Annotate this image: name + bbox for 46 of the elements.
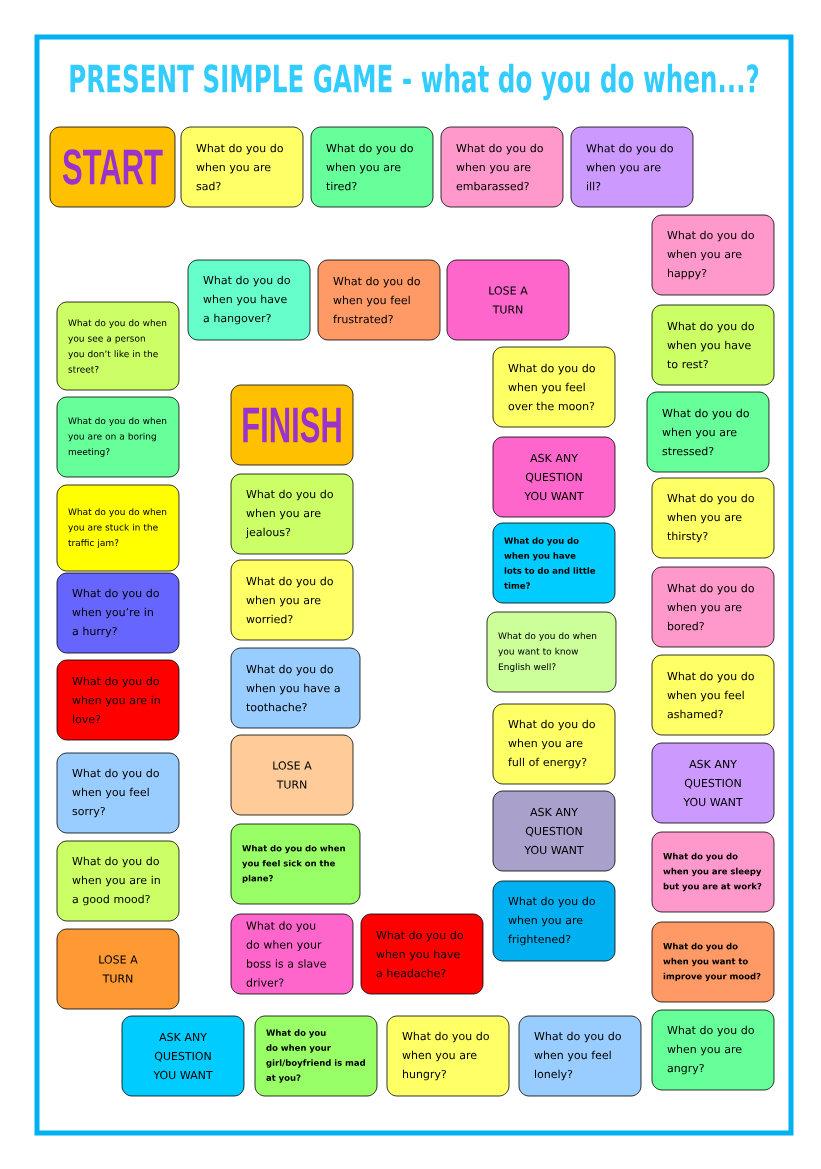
question-square: What do you do when you want to know English well? — [486, 611, 617, 693]
start-square: START — [49, 126, 176, 208]
question-square: What do you do when you are happy? — [651, 214, 775, 296]
game-square: ASK ANY QUESTION YOU WANT — [492, 436, 616, 518]
game-square: LOSE A TURN — [230, 734, 354, 816]
question-square: What do you do when you are sleepy but you are at work? — [651, 831, 775, 913]
question-square: What do you do when you feel sick on the plane? — [230, 823, 361, 905]
question-square: What do you do when you have to rest? — [651, 304, 775, 386]
game-square: LOSE A TURN — [446, 259, 570, 341]
question-square: What do you do when you have a hangover? — [187, 259, 311, 341]
question-square: What do you do when you are hungry? — [386, 1015, 510, 1097]
question-square: What do you do when your girl/boyfriend is mad at you? — [254, 1015, 378, 1097]
question-square: What do you do when you feel lonely? — [518, 1015, 642, 1097]
question-square: What do you do when you are angry? — [651, 1009, 775, 1091]
question-square: What do you do when you see a person you don’t like in the street? — [56, 301, 180, 391]
question-square: What do you do when you are in love? — [56, 659, 180, 741]
question-square: What do you do when you are full of energy? — [492, 703, 616, 785]
question-square: What do you do when you feel frustrated? — [317, 259, 441, 341]
game-square: ASK ANY QUESTION YOU WANT — [121, 1015, 245, 1097]
question-square: What do you do when you’re in a hurry? — [56, 572, 180, 654]
question-square: What do you do when you are thirsty? — [651, 477, 775, 559]
game-square: ASK ANY QUESTION YOU WANT — [651, 742, 775, 824]
question-square: What do you do when you are stressed? — [646, 391, 770, 473]
question-square: What do you do when you are in a good mood? — [56, 840, 180, 922]
game-square: LOSE A TURN — [56, 928, 180, 1010]
question-square: What do you do when your boss is a slave driver? — [230, 913, 354, 995]
question-square: What do you do when you are stuck in the traffic jam? — [56, 484, 180, 572]
question-square: What do you do when you have lots to do and little time? — [492, 522, 616, 604]
question-square: What do you do when you have a headache? — [360, 913, 484, 995]
question-square: What do you do when you are worried? — [230, 559, 354, 641]
question-square: What do you do when you feel sorry? — [56, 752, 180, 834]
question-square: What do you do when you feel over the moon? — [492, 346, 616, 428]
finish-square: FINISH — [230, 384, 354, 466]
question-square: What do you do when you feel ashamed? — [651, 654, 775, 736]
question-square: What do you do when you are on a boring meeting? — [56, 396, 180, 478]
question-square: What do you do when you are tired? — [310, 126, 434, 208]
question-square: What do you do when you are sad? — [180, 126, 304, 208]
question-square: What do you do when you are frightened? — [492, 880, 616, 962]
question-square: What do you do when you are embarassed? — [440, 126, 564, 208]
question-square: What do you do when you have a toothache? — [230, 647, 361, 729]
question-square: What do you do when you are bored? — [651, 566, 775, 648]
question-square: What do you do when you are jealous? — [230, 473, 354, 555]
game-square: ASK ANY QUESTION YOU WANT — [492, 790, 616, 872]
title: PRESENT SIMPLE GAME - what do you do when...? — [70, 63, 759, 101]
question-square: What do you do when you are ill? — [570, 126, 694, 208]
question-square: What do you do when you want to improve your mood? — [651, 921, 775, 1003]
